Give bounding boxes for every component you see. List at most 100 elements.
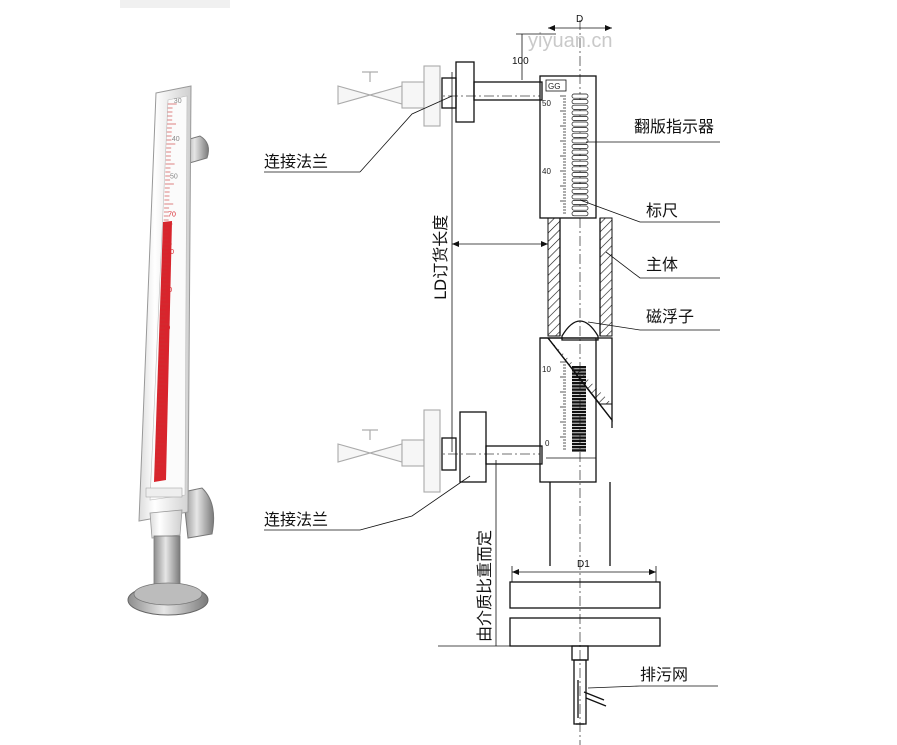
- flip-flap: [571, 132, 589, 138]
- lower-indicator-housing: 10 0: [539, 337, 613, 483]
- watermark: yiyuan.cn: [528, 30, 613, 52]
- label-flip-indicator: 翻版指示器: [634, 117, 714, 136]
- photo-nameplate: [145, 487, 183, 498]
- base-flange-upper: [509, 581, 661, 609]
- flip-flap: [571, 160, 589, 166]
- top-strip: [120, 0, 230, 8]
- label-magnetic-float: 磁浮子: [646, 307, 694, 326]
- scale-label-40: 40: [542, 167, 551, 176]
- flip-flap: [571, 144, 589, 149]
- flip-flap: [571, 93, 589, 99]
- flip-flap-dark: [572, 369, 586, 372]
- dim-100-label: 100: [512, 56, 529, 67]
- photo-tick-label: 60: [166, 249, 174, 256]
- top-valve: [337, 65, 441, 127]
- photo-tick-label: 10: [157, 438, 165, 445]
- flip-flap: [571, 205, 589, 211]
- upper-flip-flaps: [571, 93, 589, 217]
- flip-flap: [571, 172, 589, 177]
- flip-flap: [571, 99, 589, 105]
- photo-tick-label: 30: [174, 98, 182, 105]
- lower-flip-flaps: [572, 366, 586, 452]
- flip-flap-dark: [572, 375, 586, 378]
- photo-tick-label: 50: [164, 287, 172, 294]
- flip-flap: [571, 211, 589, 217]
- label-flange-top: 连接法兰: [264, 152, 328, 171]
- flip-flap-dark: [572, 436, 586, 439]
- bottom-flange: [441, 411, 543, 483]
- flip-flap-dark: [572, 414, 586, 417]
- flip-flap: [571, 200, 589, 205]
- main-body-tube: [547, 217, 613, 337]
- flip-flap-dark: [572, 401, 586, 404]
- flip-flap: [571, 116, 589, 121]
- flip-flap: [571, 166, 589, 172]
- flip-flap-dark: [572, 449, 586, 452]
- flip-flap-dark: [572, 398, 586, 401]
- flip-flap-dark: [572, 404, 586, 407]
- photo-red-indicator: [154, 221, 172, 482]
- photo-tick-label: 40: [172, 136, 180, 143]
- flip-flap-dark: [572, 385, 586, 388]
- flip-flap-dark: [572, 388, 586, 391]
- flip-flap: [571, 177, 589, 183]
- scale-label-50: 50: [542, 99, 551, 108]
- dim-d-label: D: [576, 14, 583, 25]
- bottom-valve: [337, 409, 441, 493]
- flip-flap: [571, 194, 589, 200]
- flip-flap: [571, 188, 589, 194]
- flip-flap: [571, 104, 589, 110]
- gauge-drawing: LD订货长度 100 D GG 50 40: [264, 14, 720, 745]
- flip-flap: [571, 110, 589, 116]
- scale-label-0: 0: [545, 439, 550, 448]
- label-ruler: 标尺: [646, 201, 678, 220]
- top-flange: [441, 61, 543, 123]
- photo-base-flange-top: [133, 582, 203, 606]
- lower-ruler-ticks: [560, 361, 566, 450]
- flip-flap-dark: [572, 394, 586, 398]
- flip-flap: [571, 183, 589, 189]
- flip-flap-dark: [572, 382, 586, 385]
- photo-lower-flange: [182, 487, 215, 539]
- base-flange-lower: [509, 617, 661, 647]
- flip-flap: [571, 149, 589, 155]
- flip-flap: [571, 138, 589, 144]
- flip-flap-dark: [572, 430, 586, 433]
- flip-flap-dark: [572, 426, 586, 430]
- flip-flap: [571, 155, 589, 161]
- upper-ruler-ticks: [560, 95, 566, 214]
- flip-flap: [571, 127, 589, 133]
- label-main-body: 主体: [646, 255, 678, 274]
- flip-flap-dark: [572, 417, 586, 420]
- photo-tick-label: 50: [170, 174, 178, 181]
- photo-tick-label: 0: [155, 476, 159, 483]
- scale-label-10: 10: [542, 365, 551, 374]
- flip-flap-dark: [572, 420, 586, 423]
- indicator-logo: GG: [548, 82, 560, 91]
- flip-flap-dark: [572, 372, 586, 375]
- label-flange-bottom: 连接法兰: [264, 510, 328, 529]
- dim-d1-label: D1: [577, 559, 590, 570]
- flip-flap-dark: [572, 433, 586, 436]
- ld-length-label: LD订货长度: [431, 215, 450, 300]
- medium-density-note: 由介质比重而定: [475, 530, 494, 642]
- flip-flap-dark: [572, 366, 586, 369]
- photo-tick-label: 70: [168, 211, 176, 218]
- label-drain-mesh: 排污网: [640, 665, 688, 684]
- photo-bottom-chamber: [149, 509, 183, 539]
- flip-flap-dark: [572, 446, 586, 449]
- photo-tick-label: 30: [161, 363, 169, 370]
- flip-flap-dark: [572, 423, 586, 426]
- flip-flap: [571, 121, 589, 127]
- flip-flap-dark: [572, 410, 586, 414]
- flip-flap-dark: [572, 378, 586, 382]
- flip-flap-dark: [572, 391, 586, 394]
- flip-flap-dark: [572, 439, 586, 442]
- photo-tick-label: 40: [162, 325, 170, 332]
- flip-indicator-housing: GG 50 40: [539, 75, 597, 219]
- flip-flap-dark: [572, 442, 586, 446]
- flip-flap-dark: [572, 407, 586, 410]
